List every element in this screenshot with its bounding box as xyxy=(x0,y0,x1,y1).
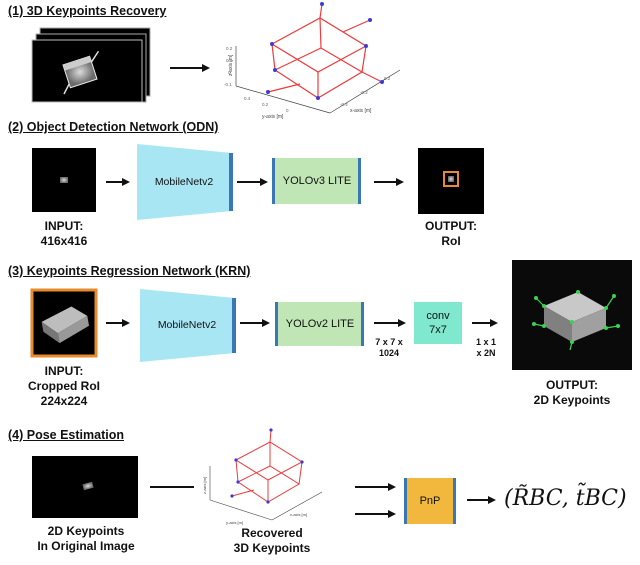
svg-text:y-axis [m]: y-axis [m] xyxy=(226,520,243,525)
odn-mobilenet-label: MobileNetv2 xyxy=(154,176,214,188)
pose-result: (R̃BC, t̃BC) xyxy=(504,486,627,511)
svg-text:0: 0 xyxy=(286,108,289,113)
krn-conv-block xyxy=(414,302,462,344)
section-2-title: (2) Object Detection Network (ODN) xyxy=(8,120,219,134)
svg-text:z-axis [m]: z-axis [m] xyxy=(202,477,207,494)
x-axis-label: x-axis [m] xyxy=(350,108,372,114)
odn-yolo-block xyxy=(272,158,360,204)
roi-box xyxy=(443,171,459,187)
odn-mobilenet-block xyxy=(137,144,232,220)
svg-text:0.1: 0.1 xyxy=(226,58,233,63)
odn-output-label: OUTPUT:RoI xyxy=(425,219,477,248)
svg-text:x-axis [m]: x-axis [m] xyxy=(290,512,307,517)
keypoints-3d-plot: 0.2 0.1 0 -0.1 0.4 0.2 0 -0.4 -0.2 0.2 z-axis [… xyxy=(224,2,401,120)
krn-output-label: OUTPUT:2D Keypoints xyxy=(533,378,611,407)
odn-input-label: INPUT:416x416 xyxy=(40,219,88,248)
svg-text:-0.2: -0.2 xyxy=(360,90,368,95)
section-1-title: (1) 3D Keypoints Recovery xyxy=(8,4,167,18)
svg-text:-0.4: -0.4 xyxy=(340,102,348,107)
krn-mobilenet-label: MobileNetv2 xyxy=(157,319,217,331)
svg-text:0: 0 xyxy=(228,70,231,75)
krn-mobilenet-block xyxy=(140,289,235,362)
svg-text:-0.1: -0.1 xyxy=(224,82,232,87)
training-image-stack xyxy=(31,27,151,103)
svg-text:0.4: 0.4 xyxy=(244,96,251,101)
pnp-label: PnP xyxy=(419,495,441,507)
svg-text:0.2: 0.2 xyxy=(262,102,269,107)
satellite-image xyxy=(62,50,100,95)
section-4-title: (4) Pose Estimation xyxy=(8,428,124,442)
odn-yolo-label: YOLOv3 LITE xyxy=(282,175,352,187)
section-3-title: (3) Keypoints Regression Network (KRN) xyxy=(8,264,251,278)
y-axis-label: y-axis [m] xyxy=(262,114,284,120)
krn-yolo-block xyxy=(275,302,363,346)
pnp-block xyxy=(404,478,456,524)
svg-text:0.2: 0.2 xyxy=(384,76,391,81)
recovered-keypoints-plot: z-axis [m] y-axis [m] x-axis [m] xyxy=(202,428,323,525)
svg-text:0.2: 0.2 xyxy=(226,46,233,51)
z-axis-label: z-axis [m] xyxy=(228,54,234,76)
krn-yolo-label: YOLOv2 LITE xyxy=(285,318,355,330)
